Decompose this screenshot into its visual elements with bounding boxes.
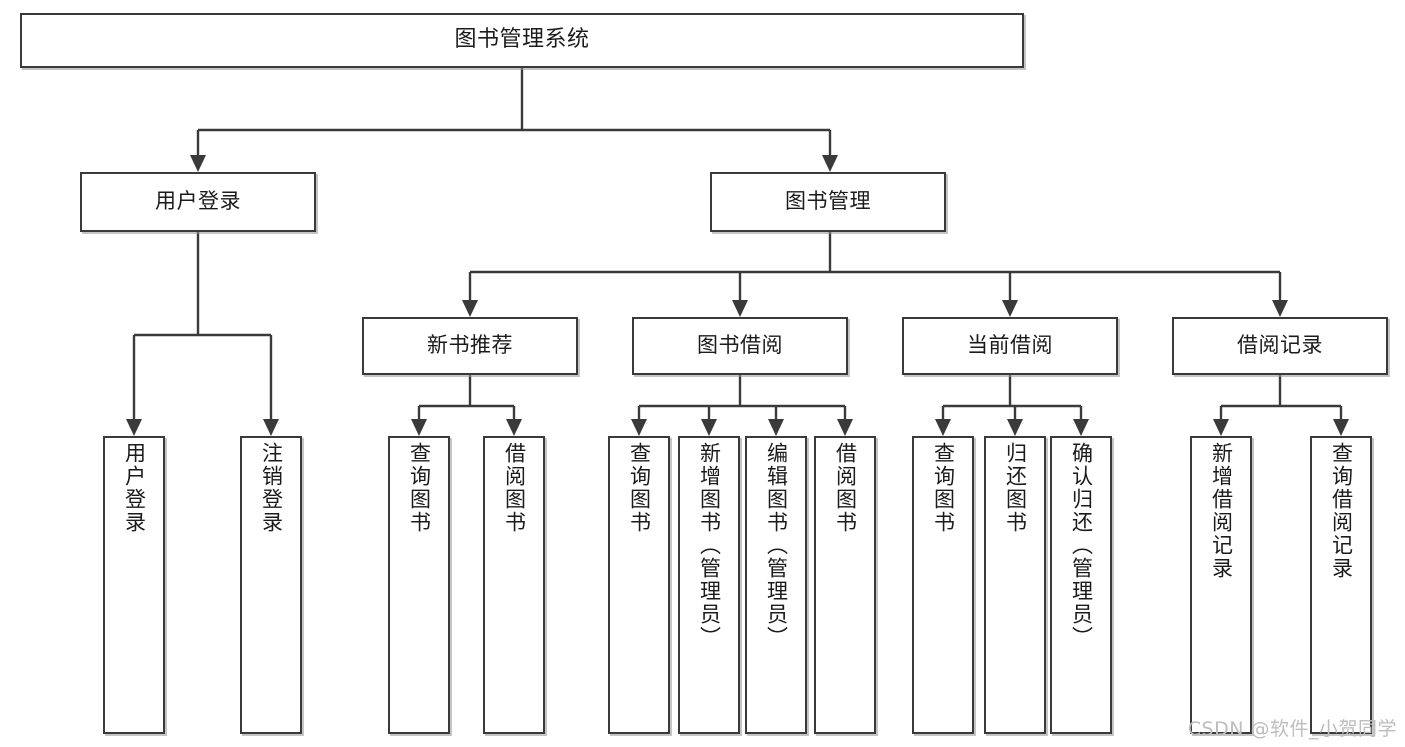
leaf-return-book[interactable]: 归还图书 (984, 436, 1046, 734)
leaf-query-book-borrow[interactable]: 查询图书 (608, 436, 670, 734)
node-label: 用户登录 (155, 189, 241, 214)
leaf-query-book-newbook[interactable]: 查询图书 (388, 436, 450, 734)
arrow-head-user-login (190, 155, 206, 172)
leaf-confirm-return-admin[interactable]: 确认归还（管理员） (1050, 436, 1112, 734)
leaf-query-book-current[interactable]: 查询图书 (912, 436, 974, 734)
leaf-query-borrow-record[interactable]: 查询借阅记录 (1310, 436, 1372, 734)
node-label: 图书管理 (785, 189, 871, 214)
leaf-logout[interactable]: 注销登录 (240, 436, 302, 734)
watermark-text: CSDN @软件_小贺同学 (1187, 718, 1397, 740)
arrow-head-confirm-return (1073, 419, 1089, 436)
arrow-head-book-mgmt (822, 155, 838, 172)
arrow-head-borrow-book-2 (837, 419, 853, 436)
arrow-head-query-book-2 (631, 419, 647, 436)
node-label: 图书借阅 (697, 333, 783, 358)
arrow-head-add-record (1213, 419, 1229, 436)
arrow-head-return-book (1007, 419, 1023, 436)
node-new-book-recommend[interactable]: 新书推荐 (362, 317, 578, 375)
leaf-user-login[interactable]: 用户登录 (103, 436, 165, 734)
arrow-head-leaf-logout (263, 419, 279, 436)
arrow-head-borrow-book-1 (506, 419, 522, 436)
arrow-head-current-borrow (1002, 300, 1018, 317)
node-root-system[interactable]: 图书管理系统 (20, 13, 1024, 68)
node-label: 新增借阅记录 (1209, 442, 1234, 580)
node-label: 借阅图书 (833, 442, 858, 534)
node-user-login[interactable]: 用户登录 (80, 172, 316, 232)
node-label: 查询图书 (627, 442, 652, 534)
arrow-head-borrow-record (1272, 300, 1288, 317)
node-label: 查询图书 (407, 442, 432, 534)
node-label: 归还图书 (1003, 442, 1028, 534)
node-label: 借阅记录 (1237, 333, 1323, 358)
arrow-head-edit-book (768, 419, 784, 436)
node-book-management[interactable]: 图书管理 (710, 172, 946, 232)
arrow-head-book-borrow (732, 300, 748, 317)
leaf-borrow-book-newbook[interactable]: 借阅图书 (483, 436, 545, 734)
arrow-head-query-book-1 (411, 419, 427, 436)
node-label: 当前借阅 (967, 333, 1053, 358)
leaf-borrow-book[interactable]: 借阅图书 (814, 436, 876, 734)
node-label: 图书管理系统 (454, 27, 590, 53)
node-label: 确认归还（管理员） (1069, 442, 1094, 649)
node-label: 注销登录 (259, 442, 284, 534)
leaf-add-book-admin[interactable]: 新增图书（管理员） (678, 436, 740, 734)
leaf-add-borrow-record[interactable]: 新增借阅记录 (1190, 436, 1252, 734)
arrow-head-add-book (701, 419, 717, 436)
node-borrow-record[interactable]: 借阅记录 (1172, 317, 1388, 375)
node-label: 新书推荐 (427, 333, 513, 358)
arrow-head-new-book (462, 300, 478, 317)
node-label: 新增图书（管理员） (697, 442, 722, 649)
node-label: 用户登录 (122, 442, 147, 534)
node-book-borrow[interactable]: 图书借阅 (632, 317, 848, 375)
node-label: 借阅图书 (502, 442, 527, 534)
arrow-head-leaf-user-login (126, 419, 142, 436)
arrow-head-query-book-3 (935, 419, 951, 436)
node-current-borrow[interactable]: 当前借阅 (902, 317, 1118, 375)
leaf-edit-book-admin[interactable]: 编辑图书（管理员） (745, 436, 807, 734)
arrow-head-query-record (1333, 419, 1349, 436)
node-label: 编辑图书（管理员） (764, 442, 789, 649)
node-label: 查询借阅记录 (1329, 442, 1354, 580)
node-label: 查询图书 (931, 442, 956, 534)
